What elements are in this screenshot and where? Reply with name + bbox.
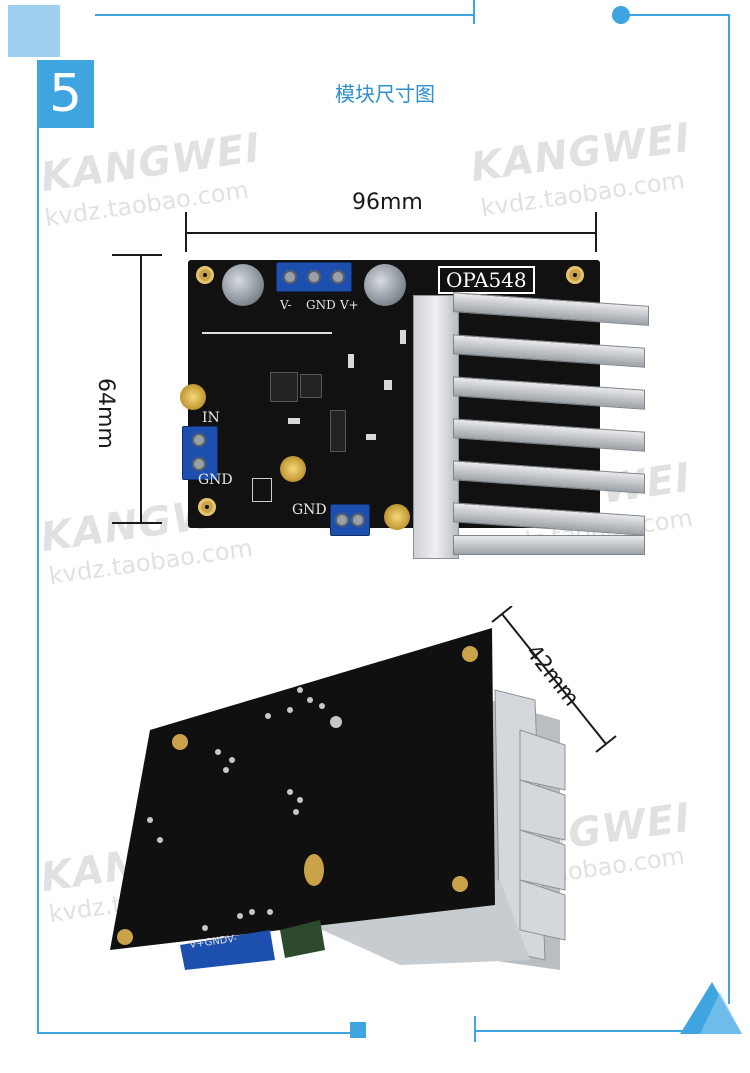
height-dimension-tick-top bbox=[112, 254, 162, 256]
heatsink-fin bbox=[453, 502, 645, 536]
width-dimension-tick-right bbox=[595, 212, 597, 252]
frame-dot bbox=[612, 6, 630, 24]
page-title: 模块尺寸图 bbox=[335, 82, 435, 106]
signal-arrow bbox=[202, 332, 332, 334]
watermark-url: kvdz.taobao.com bbox=[47, 533, 255, 591]
terminal-screw bbox=[283, 270, 297, 284]
heatsink-fin bbox=[453, 535, 645, 555]
width-dimension-line bbox=[186, 232, 596, 234]
terminal-screw bbox=[192, 457, 206, 471]
gnd-bottom-label: GND bbox=[292, 502, 327, 518]
power-terminal-block bbox=[276, 262, 352, 292]
watermark-brand: KANGWEI bbox=[467, 114, 694, 192]
heatsink-fin bbox=[453, 376, 645, 410]
heatsink-fin bbox=[453, 460, 645, 494]
smd-component bbox=[366, 434, 376, 440]
power-label-vminus: V- bbox=[280, 298, 292, 312]
input-terminal-block bbox=[182, 426, 218, 480]
frame-left-line bbox=[37, 128, 39, 1034]
frame-bottom-tick bbox=[474, 1016, 476, 1042]
power-label-gnd: GND bbox=[306, 298, 336, 312]
depth-dimension-line bbox=[491, 606, 617, 753]
sma-connector-input bbox=[180, 384, 206, 410]
frame-top-tick bbox=[473, 0, 475, 24]
smd-component bbox=[288, 418, 300, 424]
electrolytic-capacitor bbox=[364, 264, 406, 306]
heatsink-top-view bbox=[413, 292, 649, 559]
terminal-screw bbox=[307, 270, 321, 284]
ic-chip bbox=[300, 374, 322, 398]
pcb-bottom-perspective-view: V+GNDV- bbox=[110, 628, 566, 970]
frame-bottom-square bbox=[350, 1022, 366, 1038]
heatsink-fin bbox=[453, 292, 649, 326]
heatsink-fin bbox=[453, 334, 645, 368]
corner-triangle bbox=[680, 982, 742, 1034]
electrolytic-capacitor bbox=[222, 264, 264, 306]
chip-label-opa548: OPA548 bbox=[438, 266, 535, 294]
watermark-url: kvdz.taobao.com bbox=[43, 175, 251, 233]
frame-top-right-line bbox=[622, 14, 730, 16]
heatsink-fin bbox=[453, 418, 645, 452]
frame-bottom-line bbox=[37, 1032, 357, 1034]
ic-chip bbox=[330, 410, 346, 452]
output-terminal-block bbox=[330, 504, 370, 536]
terminal-screw bbox=[192, 433, 206, 447]
in-label: IN bbox=[202, 410, 220, 426]
watermark-brand: KANGWEI bbox=[37, 124, 264, 202]
frame-bottom-right-line bbox=[476, 1030, 706, 1032]
mount-hole bbox=[566, 266, 584, 284]
gnd-left-label: GND bbox=[198, 472, 233, 488]
terminal-screw bbox=[331, 270, 345, 284]
width-dimension-label: 96mm bbox=[352, 190, 423, 215]
heatsink-base bbox=[413, 295, 459, 559]
frame-top-line bbox=[95, 14, 475, 16]
power-label-vplus: V+ bbox=[340, 298, 359, 312]
smd-component bbox=[400, 330, 406, 344]
height-dimension-line bbox=[140, 254, 142, 524]
smd-component bbox=[348, 354, 354, 368]
recycle-bin-icon bbox=[252, 478, 272, 502]
sma-connector-p4 bbox=[384, 504, 410, 530]
section-number-badge: 5 bbox=[37, 60, 94, 128]
height-dimension-tick-bottom bbox=[112, 522, 162, 524]
mount-hole bbox=[198, 498, 216, 516]
badge-shadow bbox=[8, 5, 60, 57]
terminal-screw bbox=[351, 513, 365, 527]
frame-right-line bbox=[728, 14, 730, 1004]
sma-connector-output bbox=[280, 456, 306, 482]
width-dimension-tick-left bbox=[185, 212, 187, 252]
terminal-screw bbox=[335, 513, 349, 527]
watermark-url: kvdz.taobao.com bbox=[479, 165, 687, 223]
mount-hole bbox=[196, 266, 214, 284]
ic-chip bbox=[270, 372, 298, 402]
height-dimension-label: 64mm bbox=[93, 378, 118, 449]
smd-component bbox=[384, 380, 392, 390]
